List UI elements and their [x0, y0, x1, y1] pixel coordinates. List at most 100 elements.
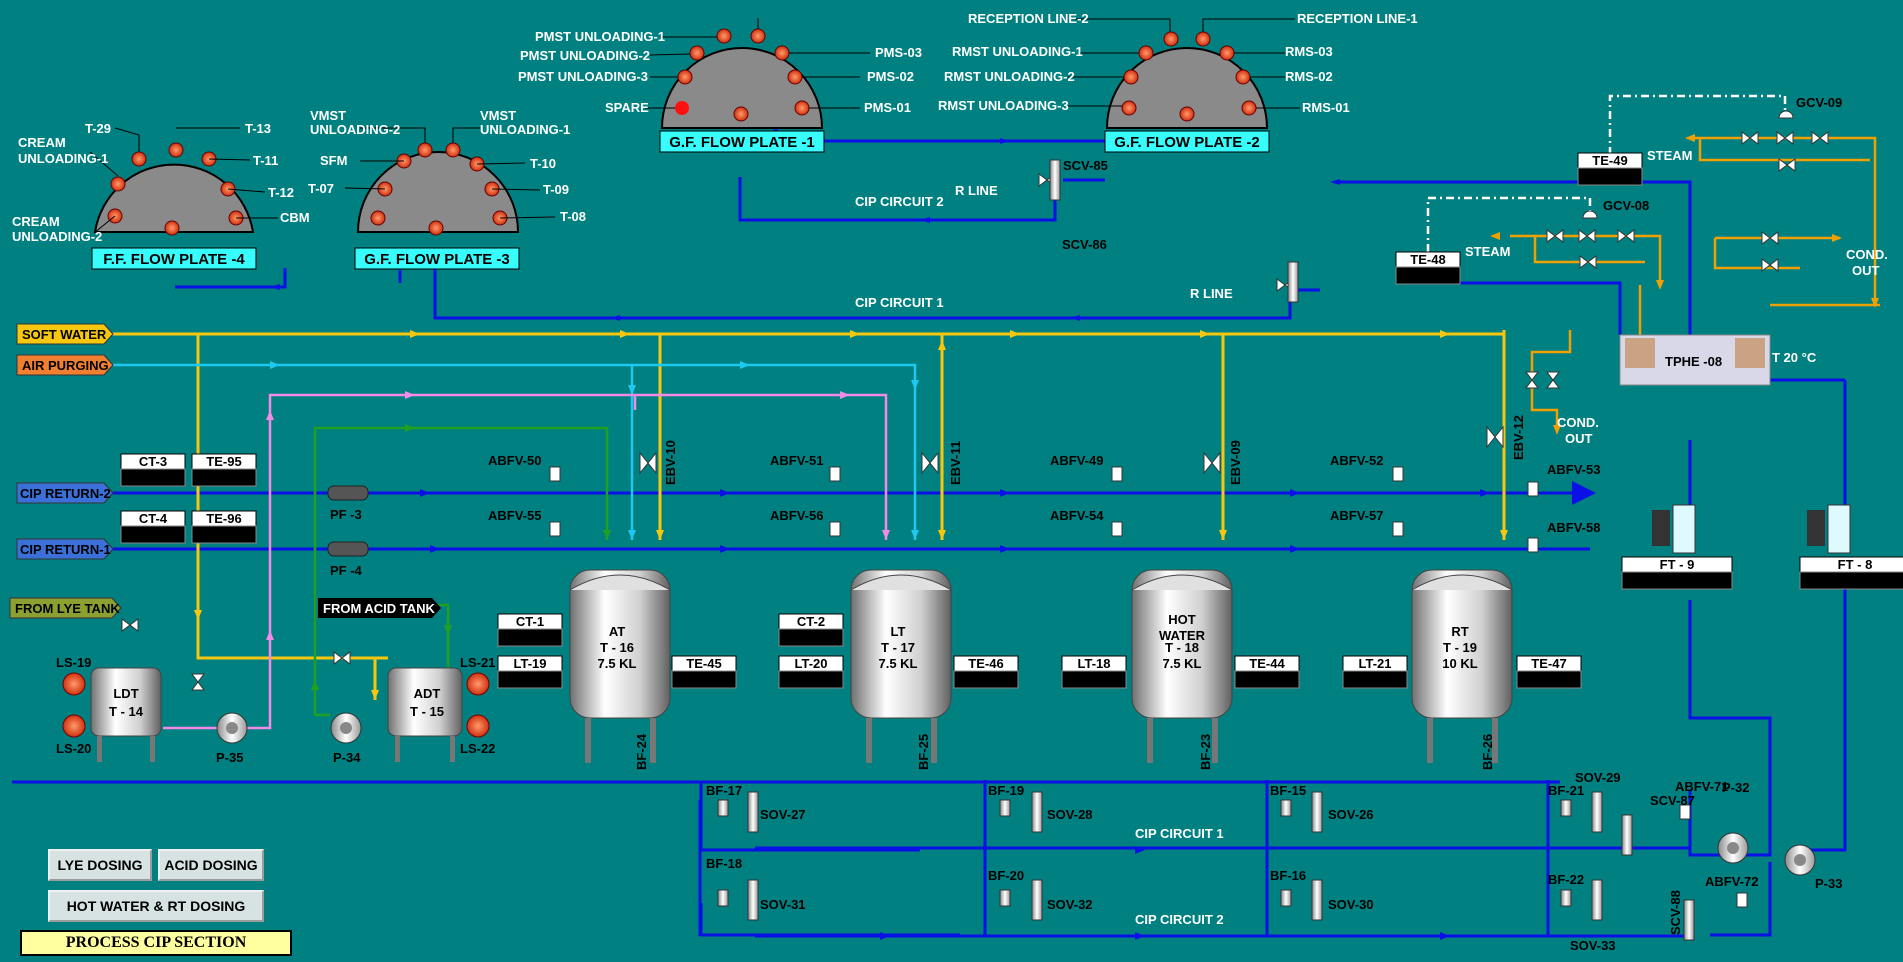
- tag-te45[interactable]: TE-450.0°C: [671, 655, 737, 689]
- tag-te47[interactable]: TE-470.0°C: [1516, 655, 1582, 689]
- bf25-label: BF-25: [916, 734, 931, 770]
- tag-lt20[interactable]: LT-200 L: [778, 655, 844, 689]
- label-t10: T-10: [530, 156, 556, 171]
- acid-dosing-button[interactable]: ACID DOSING: [158, 849, 264, 881]
- bf22-label: BF-22: [1548, 872, 1584, 887]
- sov28-label: SOV-28: [1047, 807, 1093, 822]
- tank-at-t16[interactable]: AT T - 16 7.5 KL: [569, 569, 671, 763]
- hot-water-rt-dosing-button[interactable]: HOT WATER & RT DOSING: [48, 890, 264, 922]
- tag-ct1[interactable]: CT-10.0ms: [497, 613, 563, 647]
- tank-at-l3: 7.5 KL: [597, 656, 636, 671]
- label-rms01: RMS-01: [1302, 100, 1350, 115]
- abfv53-label: ABFV-53: [1547, 462, 1600, 477]
- tag-ct2-value: 0.0ms: [793, 630, 830, 645]
- t20-label: T 20 °C: [1772, 350, 1817, 365]
- pump-p32[interactable]: [1717, 832, 1749, 864]
- tag-lt18-name: LT-18: [1078, 656, 1111, 671]
- abfv57-label: ABFV-57: [1330, 508, 1383, 523]
- control-valve-gcv08[interactable]: [1582, 210, 1598, 219]
- ls20-label: LS-20: [56, 741, 91, 756]
- cond-out-2a: COND.: [1557, 415, 1599, 430]
- soft-water-tag: SOFT WATER: [16, 323, 114, 345]
- tank-hot-water-t18[interactable]: HOT WATER T - 18 7.5 KL: [1131, 569, 1233, 763]
- tag-ct2[interactable]: CT-20.0ms: [778, 613, 844, 647]
- tag-ct2-name: CT-2: [797, 614, 825, 629]
- tank-lt-t17[interactable]: LT T - 17 7.5 KL: [850, 569, 952, 763]
- flow-plate-3[interactable]: G.F. FLOW PLATE -3: [354, 151, 520, 270]
- tag-te44[interactable]: TE-440.0°C: [1234, 655, 1300, 689]
- label-t11: T-11: [253, 153, 278, 168]
- label-pmst3: PMST UNLOADING-3: [518, 69, 648, 84]
- tank-rt-l2: T - 19: [1443, 640, 1477, 655]
- r-line-1: R LINE: [955, 183, 998, 198]
- ebv09-label: EBV-09: [1228, 440, 1243, 485]
- from-acid-tag: FROM ACID TANK: [318, 598, 441, 618]
- sov31-label: SOV-31: [760, 897, 806, 912]
- scv85-label: SCV-85: [1063, 158, 1108, 173]
- tag-te49-name: TE-49: [1592, 153, 1627, 168]
- cip-circuit1-top: CIP CIRCUIT 1: [855, 295, 944, 310]
- pump-p35[interactable]: [216, 712, 248, 744]
- tag-ft8[interactable]: FT - 80 L/Hr: [1799, 556, 1903, 590]
- bf24-label: BF-24: [634, 733, 649, 770]
- sov29-label: SOV-29: [1575, 770, 1621, 785]
- tank-adt-t15[interactable]: ADT T - 15: [387, 667, 463, 762]
- scv86-label: SCV-86: [1062, 237, 1107, 252]
- scv87-label: SCV-87: [1650, 793, 1695, 808]
- tag-ct4-value: 0.0ms: [135, 527, 172, 542]
- tag-lt19[interactable]: LT-190 L: [497, 655, 563, 689]
- tag-ft9[interactable]: FT - 90 L/Hr: [1621, 556, 1733, 590]
- tphe-08-exchanger[interactable]: TPHE -08: [1619, 334, 1771, 386]
- level-switch-alarms: [62, 672, 490, 738]
- signal-lines: [1426, 94, 1787, 252]
- tag-ft9-name: FT - 9: [1660, 557, 1695, 572]
- pink-arrows: [266, 391, 890, 640]
- tank-rt-l3: 10 KL: [1442, 656, 1477, 671]
- flow-plate-2[interactable]: G.F. FLOW PLATE -2: [1104, 47, 1270, 153]
- bf19-label: BF-19: [988, 783, 1024, 798]
- tank-rt-t19[interactable]: RT T - 19 10 KL: [1411, 569, 1513, 763]
- abfv50-label: ABFV-50: [488, 453, 541, 468]
- tank-ldt-t14[interactable]: LDT T - 14: [90, 667, 162, 762]
- tank-rt-l1: RT: [1451, 624, 1468, 639]
- label-vmst1b: UNLOADING-1: [480, 122, 570, 137]
- tag-te48[interactable]: TE-480.0°C: [1395, 251, 1461, 285]
- sov32-label: SOV-32: [1047, 897, 1093, 912]
- pipe-filter-pf3[interactable]: [327, 485, 369, 501]
- bf17-label: BF-17: [706, 783, 742, 798]
- tag-te96[interactable]: TE-960.0°C: [191, 510, 257, 544]
- adt-l1: ADT: [414, 686, 441, 701]
- yellow-arrows: [194, 330, 1508, 700]
- tag-te46[interactable]: TE-460.0°C: [953, 655, 1019, 689]
- pump-p34[interactable]: [330, 712, 362, 744]
- control-valve-gcv09[interactable]: [1778, 110, 1794, 119]
- flow-plate-3-label: G.F. FLOW PLATE -3: [364, 251, 510, 268]
- p32-label: P-32: [1722, 780, 1749, 795]
- abfv56-label: ABFV-56: [770, 508, 823, 523]
- p34-label: P-34: [333, 750, 361, 765]
- tag-lt18[interactable]: LT-180 L: [1061, 655, 1127, 689]
- green-arrows: [311, 424, 611, 690]
- tag-te95[interactable]: TE-950.0°C: [191, 453, 257, 487]
- tag-lt21[interactable]: LT-210 L: [1342, 655, 1408, 689]
- tag-te49[interactable]: TE-490.0°C: [1577, 152, 1643, 186]
- pipe-filter-pf4[interactable]: [327, 541, 369, 557]
- label-rec1: RECEPTION LINE-1: [1297, 11, 1418, 26]
- flow-plate-1[interactable]: G.F. FLOW PLATE -1: [659, 47, 825, 153]
- tag-ct4[interactable]: CT-40.0ms: [120, 510, 186, 544]
- sov30-label: SOV-30: [1328, 897, 1374, 912]
- ldt-l1: LDT: [113, 686, 138, 701]
- pump-p33[interactable]: [1784, 844, 1816, 876]
- lye-dosing-button[interactable]: LYE DOSING: [48, 849, 152, 881]
- abfv49-label: ABFV-49: [1050, 453, 1103, 468]
- flow-plate-1-label: G.F. FLOW PLATE -1: [669, 134, 815, 151]
- label-rms02: RMS-02: [1285, 69, 1333, 84]
- label-t12: T-12: [268, 185, 294, 200]
- label-cream2a: CREAM: [12, 214, 60, 229]
- cip-return1-tag: CIP RETURN-1: [16, 538, 114, 560]
- tag-ct3[interactable]: CT-30.0ms: [120, 453, 186, 487]
- from-acid-label: FROM ACID TANK: [323, 601, 436, 616]
- tag-te45-name: TE-45: [686, 656, 721, 671]
- cip-circuit2-bottom: CIP CIRCUIT 2: [1135, 912, 1224, 927]
- flow-plate-4[interactable]: F.F. FLOW PLATE -4: [91, 163, 257, 270]
